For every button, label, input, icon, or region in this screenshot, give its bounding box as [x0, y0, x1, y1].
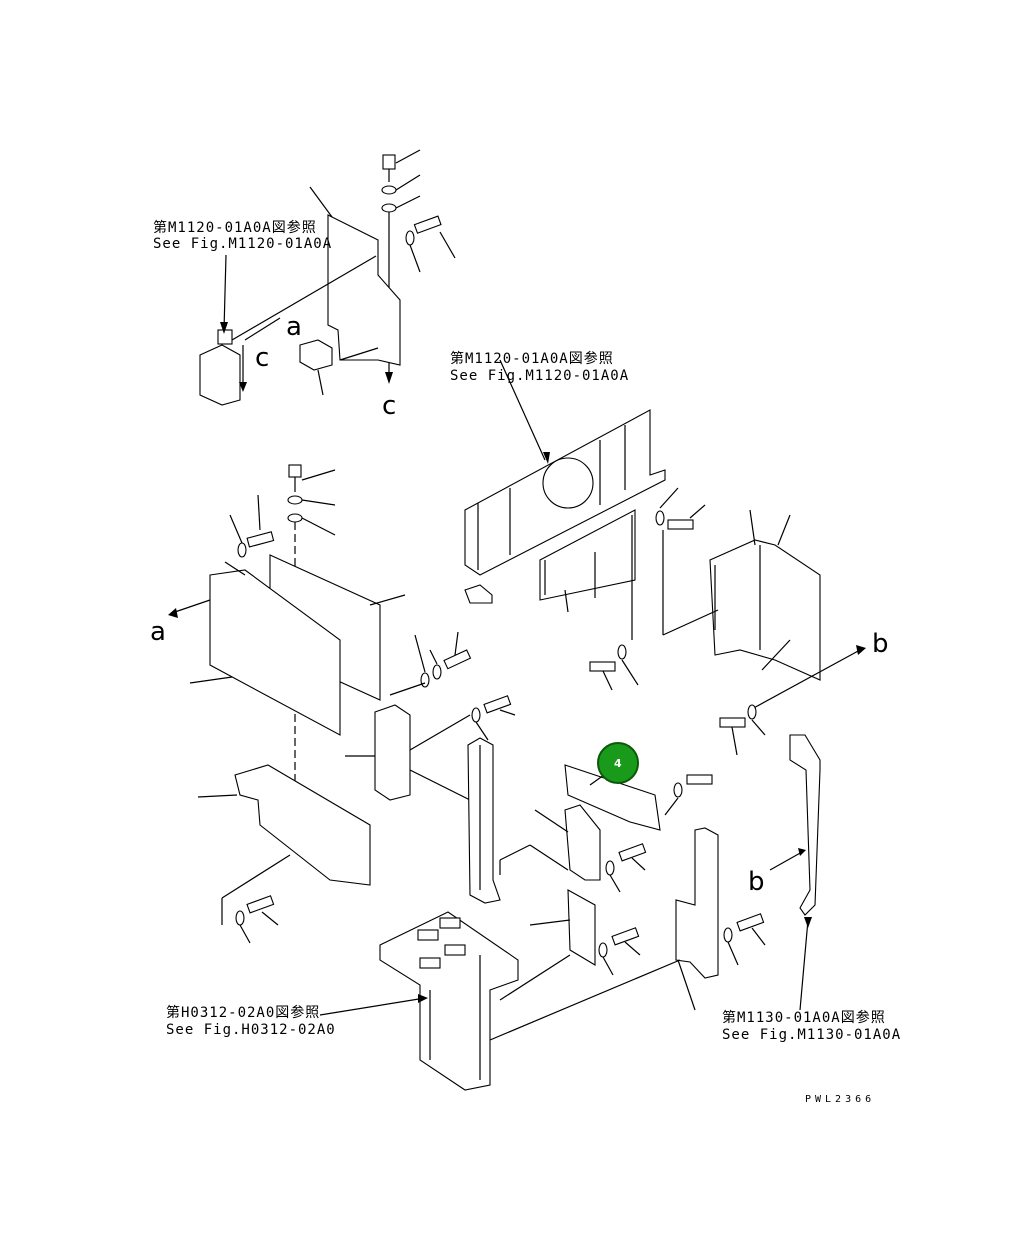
drawing-code: PWL2366 — [805, 1094, 875, 1105]
reference-jp-2: 第M1120-01A0A図参照 — [450, 350, 614, 367]
connector-b-lower: b — [748, 867, 765, 897]
reference-en-1: See Fig.M1120-01A0A — [153, 236, 332, 252]
callout-circle[interactable] — [597, 742, 639, 784]
center-bolts — [589, 644, 766, 816]
callout-number: 4 — [614, 757, 622, 770]
reference-jp-4: 第M1130-01A0A図参照 — [722, 1009, 886, 1026]
top-center-frame-assembly — [464, 359, 706, 640]
reference-en-4: See Fig.M1130-01A0A — [722, 1027, 901, 1043]
left-panels-assembly — [168, 464, 516, 944]
reference-en-2: See Fig.M1120-01A0A — [450, 368, 629, 384]
connector-a-top: a — [286, 312, 302, 342]
connector-b-right: b — [872, 629, 889, 659]
reference-label-2: 第M1120-01A0A図参照 See Fig.M1120-01A0A — [450, 350, 629, 384]
part-callout-4[interactable]: 4 — [589, 742, 639, 786]
reference-label-1: 第M1120-01A0A図参照 See Fig.M1120-01A0A — [153, 219, 332, 252]
top-left-assembly — [199, 149, 456, 406]
reference-label-3: 第H0312-02A0図参照 See Fig.H0312-02A0 — [166, 1004, 336, 1038]
connector-c-left: c — [255, 343, 269, 373]
part-4-plate — [564, 764, 661, 831]
connector-c-bottom: c — [382, 391, 396, 421]
reference-jp-1: 第M1120-01A0A図参照 — [153, 219, 317, 236]
connector-a-left: a — [150, 617, 166, 647]
reference-en-3: See Fig.H0312-02A0 — [166, 1022, 336, 1038]
bottom-stand — [319, 911, 681, 1091]
right-side-cover — [662, 509, 866, 711]
reference-jp-3: 第H0312-02A0図参照 — [166, 1004, 320, 1021]
center-brackets — [467, 734, 821, 1011]
reference-label-4: 第M1130-01A0A図参照 See Fig.M1130-01A0A — [722, 1009, 901, 1043]
